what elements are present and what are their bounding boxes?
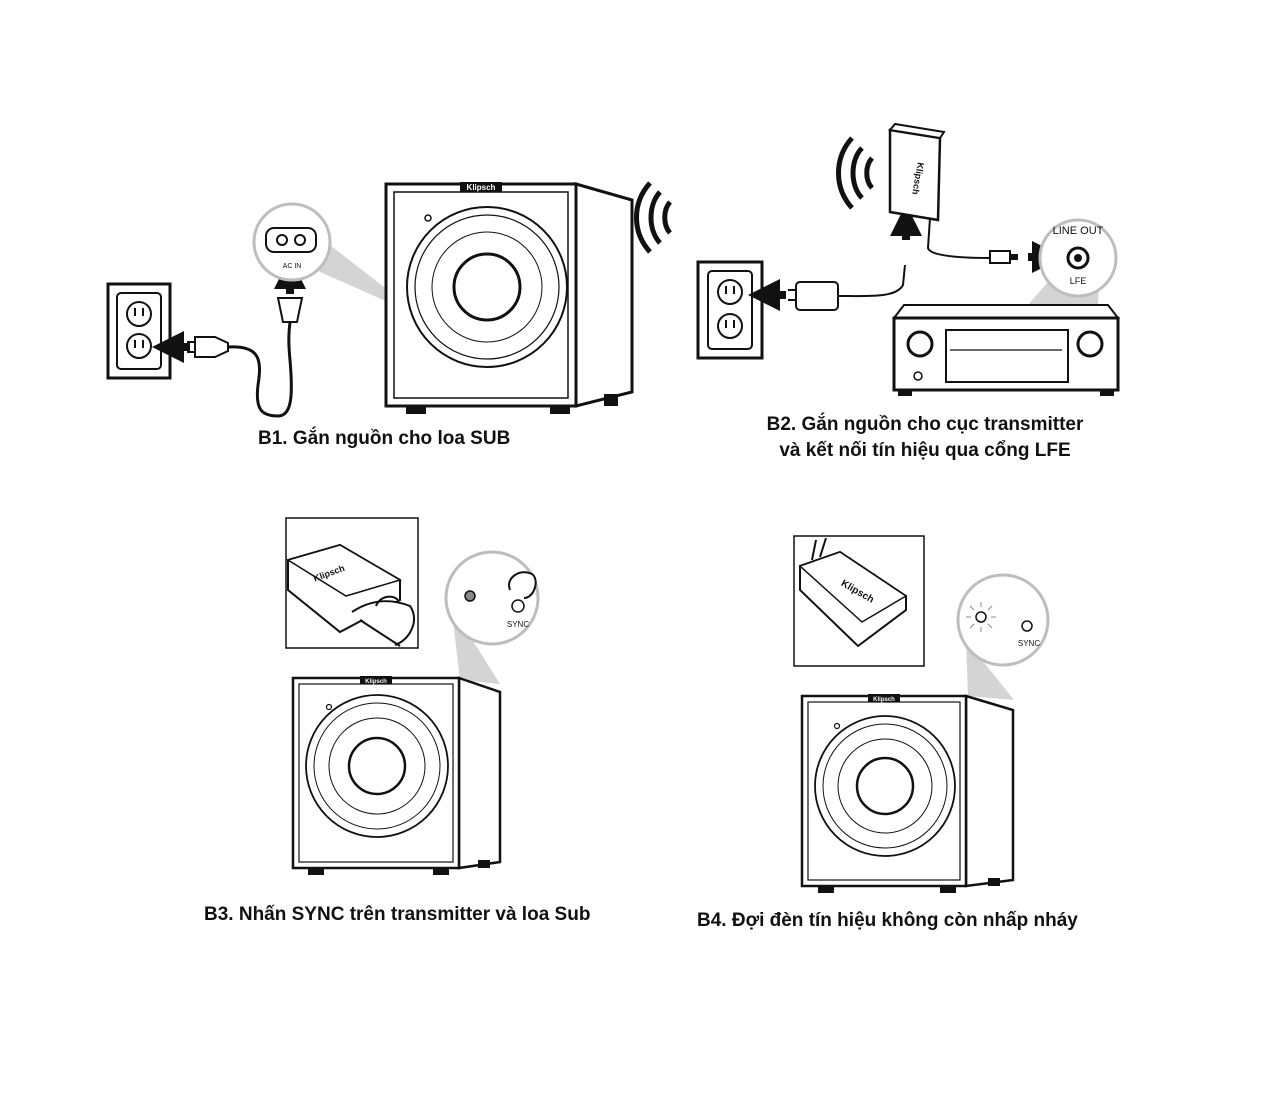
subwoofer-3: Klipsch xyxy=(291,676,502,875)
lfe-label: LFE xyxy=(1070,276,1087,286)
step2-caption-line1: B2. Gắn nguồn cho cục transmitter xyxy=(766,414,1084,435)
sync-callout-4 xyxy=(956,573,1050,667)
subwoofer-1: Klipsch xyxy=(384,182,634,414)
av-receiver xyxy=(891,304,1121,396)
step2-illustration: Klipsch LINE OUT LFE xyxy=(696,122,1121,396)
transmitter-closeup-inset-4: Klipsch xyxy=(793,535,925,667)
brand-logo: Klipsch xyxy=(467,183,496,192)
ac-in-label: AC IN xyxy=(283,263,302,270)
wireless-signal-icon-1 xyxy=(634,181,673,254)
wall-outlet-2 xyxy=(696,260,764,360)
power-adapter xyxy=(788,264,906,311)
finger-press-icon xyxy=(508,571,537,599)
step3-illustration: Klipsch SYNC Klipsch xyxy=(285,517,540,875)
step4-illustration: Klipsch SYNC Klipsch xyxy=(793,535,1050,893)
step1-caption: B1. Gắn nguồn cho loa SUB xyxy=(258,428,511,449)
wireless-signal-icon-2 xyxy=(836,136,875,210)
wall-outlet-1 xyxy=(106,282,172,380)
step4-caption: B4. Đợi đèn tín hiệu không còn nhấp nháy xyxy=(697,910,1078,931)
sync-button-4 xyxy=(1021,620,1033,632)
status-led-4 xyxy=(975,611,987,623)
brand-logo-3: Klipsch xyxy=(365,679,387,685)
brand-logo-4: Klipsch xyxy=(873,697,895,703)
line-out-label: LINE OUT xyxy=(1053,225,1104,237)
transmitter: Klipsch xyxy=(888,122,991,259)
step3-caption: B3. Nhấn SYNC trên transmitter và loa Su… xyxy=(204,904,591,925)
rca-cable xyxy=(989,250,1018,264)
step2-caption-line2: và kết nối tín hiệu qua cổng LFE xyxy=(779,440,1071,461)
status-led-3 xyxy=(464,590,476,602)
transmitter-closeup-inset-3: Klipsch xyxy=(285,517,419,649)
sync-label-3: SYNC xyxy=(507,620,529,629)
subwoofer-4: Klipsch xyxy=(800,694,1015,893)
power-plug-1 xyxy=(187,297,304,418)
step1-illustration: AC IN Klipsch xyxy=(106,181,673,418)
led-glow-icon xyxy=(966,602,996,632)
sync-label-4: SYNC xyxy=(1018,639,1040,648)
ac-in-socket xyxy=(265,227,317,253)
sync-button-3 xyxy=(511,599,525,613)
